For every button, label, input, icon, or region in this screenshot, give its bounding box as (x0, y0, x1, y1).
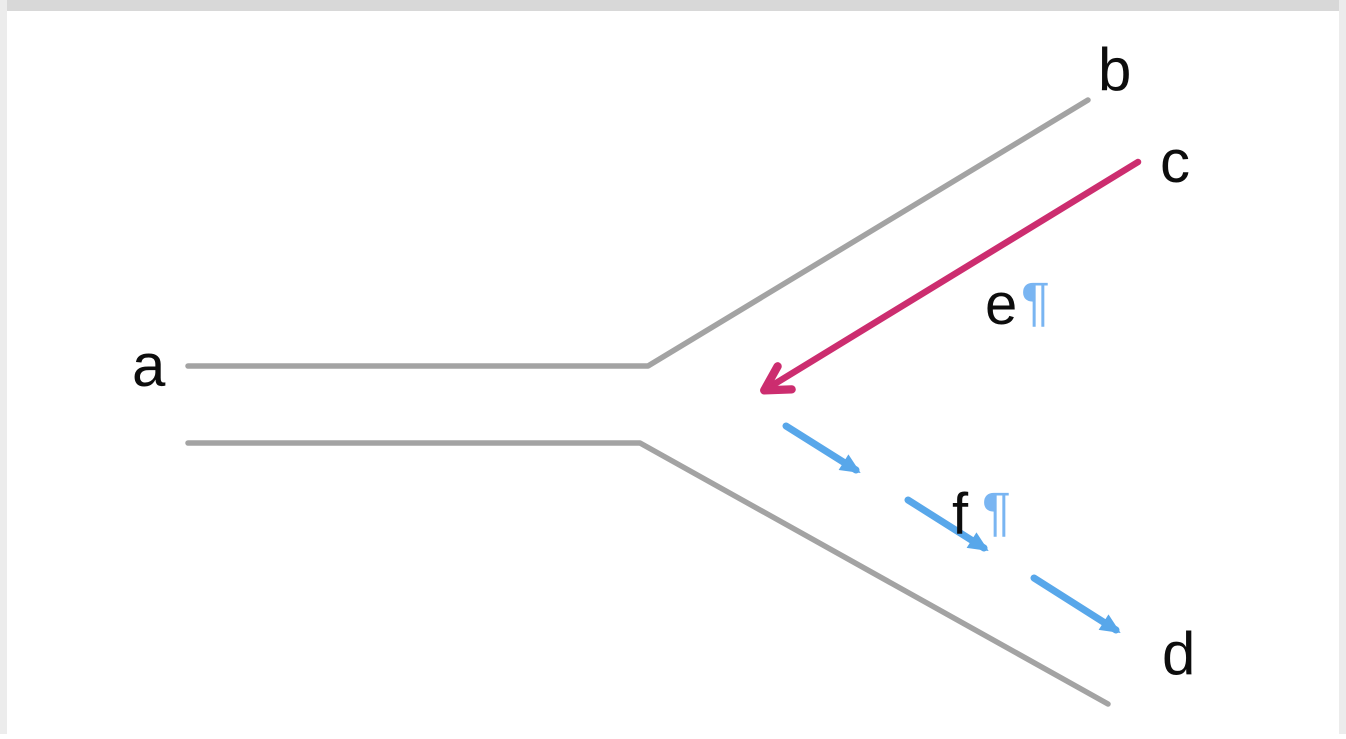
label-d: d (1162, 620, 1195, 687)
screenshot-top-border (0, 0, 1346, 11)
label-b: b (1098, 36, 1131, 103)
arrow-c (760, 158, 1142, 395)
arrow-f-segment-1 (782, 422, 861, 474)
screenshot-right-border (1339, 0, 1346, 734)
arrow-f-segment-3 (1030, 574, 1121, 634)
label-f: f (952, 482, 969, 547)
label-a: a (132, 332, 166, 399)
road-edge-upper (185, 97, 1091, 369)
label-c: c (1160, 128, 1190, 195)
label-e: e (985, 272, 1017, 337)
pilcrow-mark-e: ¶ (1021, 272, 1050, 332)
screenshot-left-border (0, 0, 7, 734)
pilcrow-mark-f: ¶ (982, 482, 1011, 542)
road-edge-lower (185, 440, 1111, 707)
arrow-f-segment-2 (904, 496, 989, 552)
